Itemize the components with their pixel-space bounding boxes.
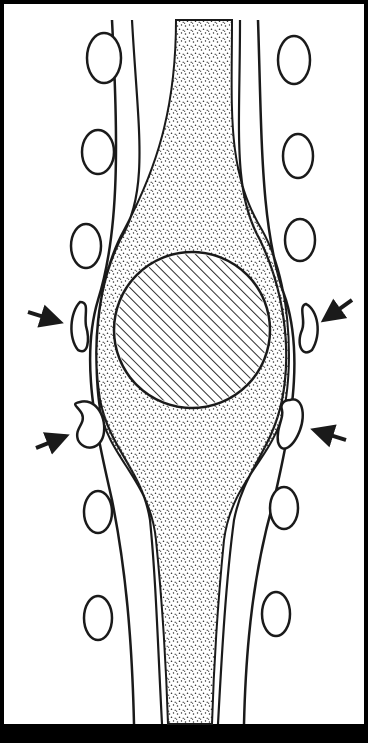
right-root-6: [270, 487, 298, 529]
right-root-3: [285, 219, 315, 261]
left-root-6: [84, 491, 112, 533]
left-root-2: [82, 130, 114, 174]
right-root-2: [283, 134, 313, 178]
tumor-hatching: [116, 254, 268, 406]
left-root-3: [71, 224, 101, 268]
right-root-1: [278, 36, 310, 84]
left-root-1: [87, 33, 121, 83]
right-root-7: [262, 592, 290, 636]
left-root-compressed-1: [71, 302, 88, 351]
left-root-7: [84, 596, 112, 640]
